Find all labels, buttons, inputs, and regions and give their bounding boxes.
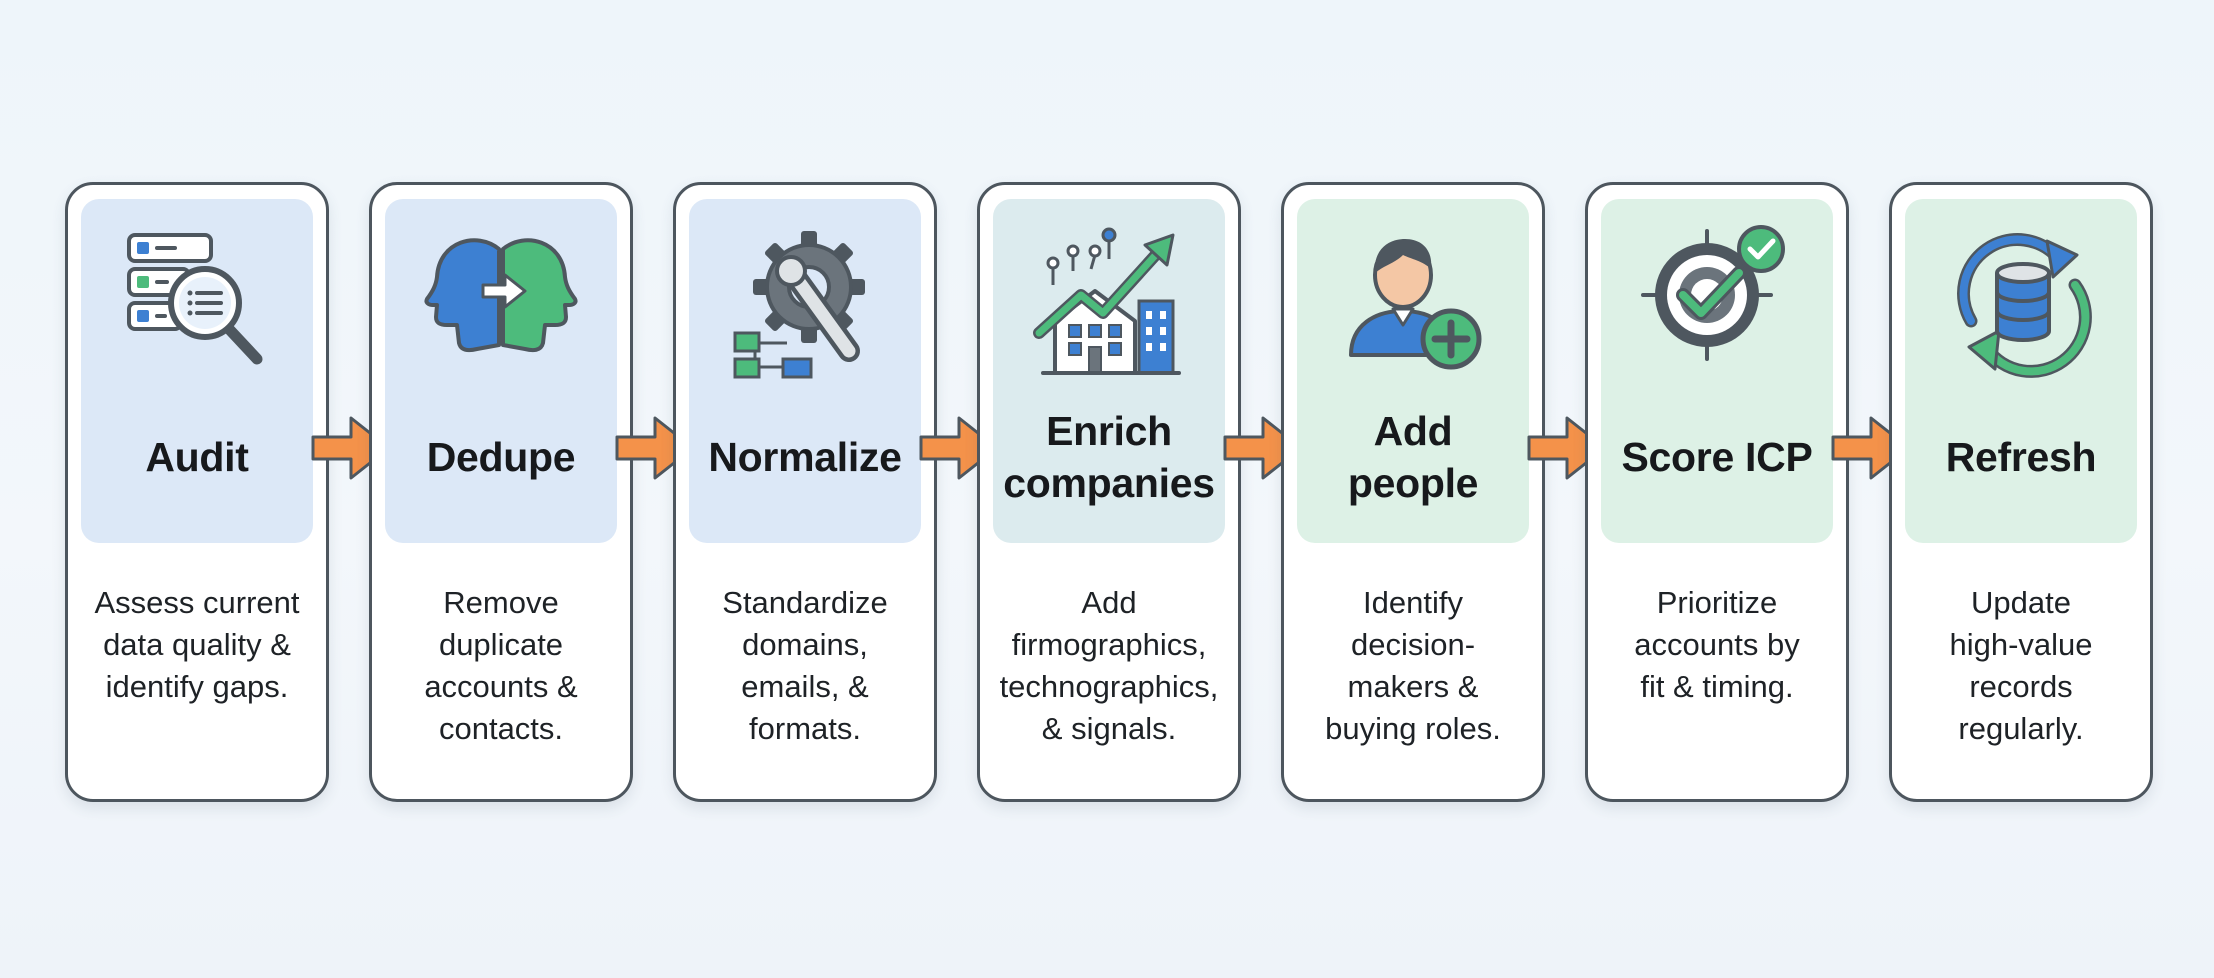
- step-title: Add people: [1347, 408, 1479, 506]
- merge-heads-icon: [421, 225, 581, 385]
- step-panel: Normalize: [689, 199, 921, 543]
- step-panel: Add people: [1297, 199, 1529, 543]
- step-description: Update high-value records regularly.: [1949, 585, 2093, 746]
- step-panel: Refresh: [1905, 199, 2137, 543]
- step-card-normalize: Normalize Standardize domains, emails, &…: [673, 182, 937, 802]
- add-person-icon: [1333, 225, 1493, 385]
- step-description: Standardize domains, emails, & formats.: [722, 585, 888, 746]
- step-description: Identify decision- makers & buying roles…: [1325, 585, 1501, 746]
- step-card-dedupe: Dedupe Remove duplicate accounts & conta…: [369, 182, 633, 802]
- step-card-score-icp: Score ICP Prioritize accounts by fit & t…: [1585, 182, 1849, 802]
- step-card-enrich-companies: Enrich companies Add firmographics, tech…: [977, 182, 1241, 802]
- step-panel: Score ICP: [1601, 199, 1833, 543]
- step-card-add-people: Add people Identify decision- makers & b…: [1281, 182, 1545, 802]
- step-panel: Dedupe: [385, 199, 617, 543]
- step-card-audit: Audit Assess current data quality & iden…: [65, 182, 329, 802]
- gear-wrench-icon: [725, 225, 885, 385]
- step-title: Audit: [145, 434, 249, 480]
- step-panel: Audit: [81, 199, 313, 543]
- step-description: Add firmographics, technographics, & sig…: [999, 585, 1219, 746]
- step-description: Prioritize accounts by fit & timing.: [1634, 585, 1800, 704]
- step-title: Enrich companies: [1003, 408, 1215, 506]
- step-title: Dedupe: [426, 434, 576, 480]
- step-description: Remove duplicate accounts & contacts.: [424, 585, 578, 746]
- target-check-icon: [1637, 225, 1797, 385]
- step-panel: Enrich companies: [993, 199, 1225, 543]
- building-growth-icon: [1029, 225, 1189, 385]
- step-card-refresh: Refresh Update high-value records regula…: [1889, 182, 2153, 802]
- step-title: Score ICP: [1621, 434, 1813, 480]
- step-title: Normalize: [708, 434, 902, 480]
- database-refresh-icon: [1941, 225, 2101, 385]
- audit-search-icon: [117, 225, 277, 385]
- step-title: Refresh: [1945, 434, 2097, 480]
- step-description: Assess current data quality & identify g…: [94, 585, 300, 704]
